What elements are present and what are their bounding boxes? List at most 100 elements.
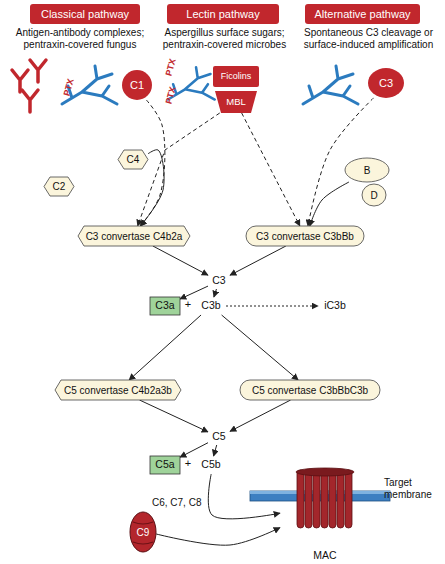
node-outline <box>78 226 190 246</box>
reaction-arrow <box>230 246 286 275</box>
reaction-arrow <box>310 182 349 226</box>
protein-ellipse: C9 <box>130 512 156 552</box>
pore-subunit <box>337 470 344 528</box>
node-outline <box>246 226 364 246</box>
antibody-symbol <box>12 70 28 92</box>
node-outline <box>130 512 156 552</box>
pore-subunit <box>305 470 312 528</box>
pore-subunit <box>329 470 336 528</box>
node-outline <box>368 68 404 98</box>
source-description: Spontaneous C3 cleavage or surface-induc… <box>293 27 444 51</box>
reaction-arrow <box>180 286 208 299</box>
node-label: MBL <box>226 97 246 107</box>
pore-subunit <box>313 470 320 528</box>
reaction-arrow <box>214 289 217 297</box>
node-outline <box>118 150 148 169</box>
pore-rim <box>296 468 354 476</box>
factor-ellipse: D <box>362 184 386 206</box>
edge-label: C6, C7, C8 <box>152 497 201 509</box>
factor-hexagon: C2 <box>44 177 74 196</box>
node-label: C5b <box>201 459 220 471</box>
reaction-arrow <box>180 443 208 458</box>
node-label: Lectin pathway <box>186 8 259 20</box>
node-outline <box>213 66 259 87</box>
reaction-arrow <box>208 474 280 519</box>
node-label: iC3b <box>324 300 346 312</box>
node-label: C1 <box>130 79 144 91</box>
convertase-box: C3 convertase C3bBb <box>246 226 364 246</box>
node-label: C3 convertase C4b2a <box>86 231 183 242</box>
fungus-hypha <box>303 66 358 104</box>
antibody-symbol <box>22 90 38 112</box>
reaction-arrow <box>214 445 217 456</box>
source-description: Aspergillus surface sugars; pentraxin-co… <box>152 27 297 51</box>
protein-trapezoid: MBL <box>215 91 257 113</box>
protein-stripe <box>133 542 153 544</box>
node-outline <box>305 4 420 24</box>
node-label: Classical pathway <box>41 8 129 20</box>
pore-subunit <box>345 470 352 528</box>
protein-stripe <box>133 522 153 524</box>
anaphylatoxin-box: C3a <box>150 297 180 315</box>
plus-sign: + <box>181 298 195 311</box>
reaction-arrow <box>230 400 291 431</box>
node-outline <box>122 70 152 100</box>
node-label: D <box>370 190 377 201</box>
node-label: C4 <box>127 154 140 165</box>
mac-complex: MAC <box>280 462 370 562</box>
node-shape <box>280 462 370 562</box>
protein-text: C5b <box>196 456 226 474</box>
node-outline <box>215 91 257 113</box>
reaction-arrow <box>139 400 208 432</box>
protein-text: iC3b <box>318 297 352 315</box>
node-outline <box>345 158 389 182</box>
node-label: Alternative pathway <box>315 8 411 20</box>
reaction-arrow <box>129 315 201 380</box>
protein-text: C3 <box>208 273 230 289</box>
node-label: C3a <box>155 300 174 312</box>
convertase-box: C5 convertase C3bBbC3b <box>240 380 380 400</box>
convertase-box: C5 convertase C4b2a3b <box>55 380 181 400</box>
convertase-box: C3 convertase C4b2a <box>78 226 190 246</box>
reaction-arrow <box>222 315 299 380</box>
source-description: Antigen-antibody complexes; pentraxin-co… <box>6 27 154 51</box>
node-label: C3 <box>379 77 393 89</box>
node-outline <box>150 456 180 474</box>
pathway-header: Lectin pathway <box>167 4 279 24</box>
node-outline <box>362 184 386 206</box>
node-label: C5 convertase C4b2a3b <box>64 385 172 396</box>
reaction-arrow <box>138 113 220 226</box>
node-label: B <box>364 165 371 176</box>
node-outline <box>55 380 181 400</box>
node-label: C2 <box>53 181 66 192</box>
antibody-symbol <box>30 60 46 82</box>
pore-subunit <box>297 470 304 528</box>
reaction-arrow <box>226 306 318 307</box>
node-label: C3 convertase C3bBb <box>256 231 354 242</box>
hypha-branch <box>303 66 358 104</box>
pentraxin-tag: PTX <box>162 52 180 84</box>
pentraxin-tag: PTX <box>60 72 78 104</box>
node-label: C5 convertase C3bBbC3b <box>252 385 368 396</box>
protein-box: Ficolins <box>213 66 259 87</box>
node-outline <box>150 297 180 315</box>
pentraxin-tag: PTX <box>162 80 180 112</box>
node-outline <box>240 380 380 400</box>
node-label: MAC <box>313 550 336 562</box>
reaction-arrow <box>242 113 300 226</box>
reaction-arrow <box>156 528 280 546</box>
node-label: Ficolins <box>221 72 252 82</box>
node-label: C3 <box>212 275 225 287</box>
node-label: C3b <box>201 300 220 312</box>
antibody-group <box>12 60 46 112</box>
protein-circle: C3 <box>368 68 404 98</box>
node-label: C9 <box>137 527 150 538</box>
node-outline <box>30 4 140 24</box>
pathway-header: Alternative pathway <box>305 4 420 24</box>
factor-hexagon: C4 <box>118 150 148 169</box>
membrane-label: Target membrane <box>384 477 444 501</box>
node-outline <box>167 4 279 24</box>
node-outline <box>44 177 74 196</box>
factor-ellipse: B <box>345 158 389 182</box>
